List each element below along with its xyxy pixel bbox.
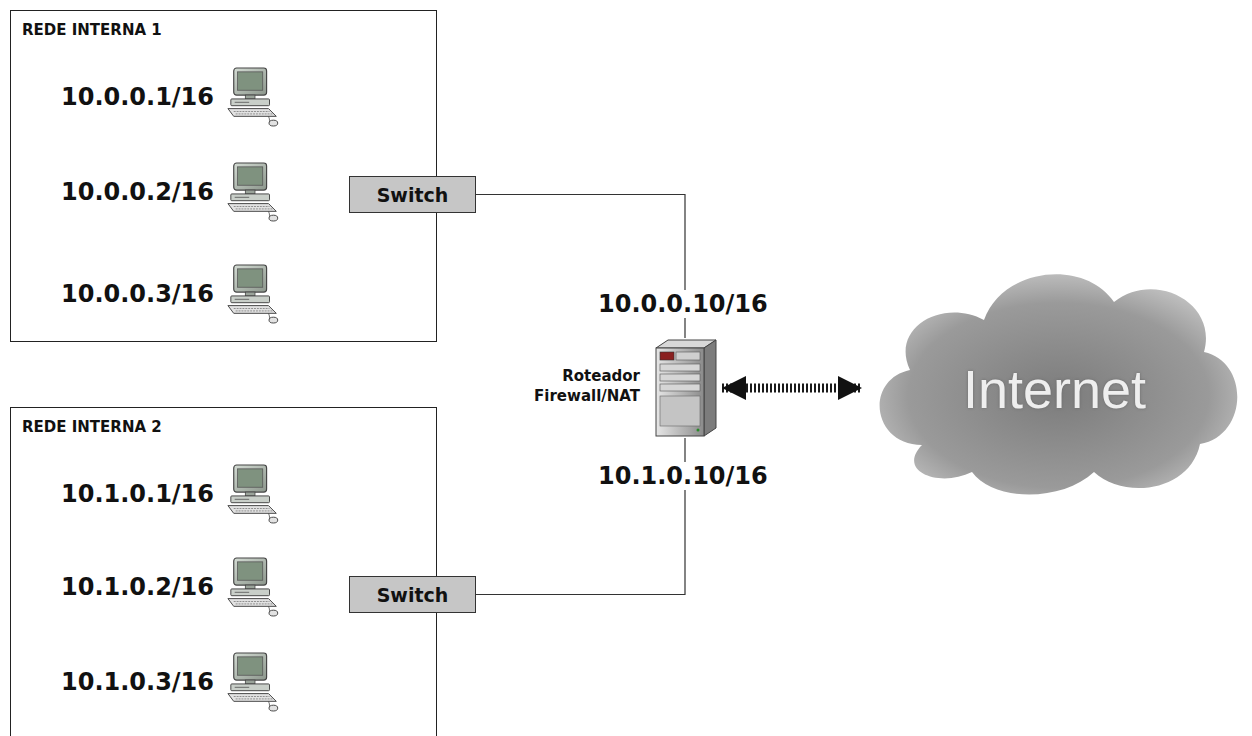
computer-icon bbox=[226, 463, 284, 525]
computer-icon bbox=[228, 68, 278, 126]
computer-icon bbox=[228, 653, 278, 711]
router-icon bbox=[648, 338, 722, 438]
router-icon bbox=[656, 340, 716, 436]
switch-box: Switch bbox=[349, 576, 476, 613]
router-label: 10.1.0.10/16 bbox=[595, 462, 771, 490]
computer-icon bbox=[226, 263, 284, 325]
computer-host: 10.1.0.3/16 bbox=[61, 651, 284, 713]
ip-address: 10.1.0.3/16 bbox=[61, 668, 214, 696]
computer-icon bbox=[226, 556, 284, 618]
switch-label: Switch bbox=[377, 584, 449, 606]
ip-address: 10.0.0.3/16 bbox=[61, 280, 214, 308]
switch-box: Switch bbox=[349, 176, 476, 213]
internet-link bbox=[722, 384, 862, 393]
computer-host: 10.1.0.1/16 bbox=[61, 463, 284, 525]
computer-host: 10.0.0.3/16 bbox=[61, 263, 284, 325]
computer-icon bbox=[228, 265, 278, 323]
computer-host: 10.0.0.2/16 bbox=[61, 161, 284, 223]
computer-host: 10.1.0.2/16 bbox=[61, 556, 284, 618]
ip-address: 10.1.0.1/16 bbox=[61, 480, 214, 508]
network-title: REDE INTERNA 1 bbox=[22, 21, 162, 39]
router-label: 10.0.0.10/16 bbox=[595, 290, 771, 318]
network-box: REDE INTERNA 2 10.1.0.1/16 10.1.0.2/16 10.1… bbox=[10, 407, 437, 736]
computer-icon bbox=[228, 465, 278, 523]
network-title: REDE INTERNA 2 bbox=[22, 418, 162, 436]
ip-address: 10.1.0.2/16 bbox=[61, 573, 214, 601]
switch-label: Switch bbox=[377, 184, 449, 206]
computer-icon bbox=[228, 163, 278, 221]
internet-cloud: Internet bbox=[862, 240, 1247, 505]
computer-icon bbox=[228, 558, 278, 616]
computer-icon bbox=[226, 161, 284, 223]
router-label: Roteador Firewall/NAT bbox=[510, 366, 640, 406]
ip-address: 10.0.0.1/16 bbox=[61, 83, 214, 111]
cloud-label: Internet bbox=[862, 358, 1247, 420]
computer-host: 10.0.0.1/16 bbox=[61, 66, 284, 128]
computer-icon bbox=[226, 651, 284, 713]
router-firewall: 10.0.0.10/16Roteador Firewall/NAT10.1.0.… bbox=[648, 338, 722, 438]
computer-icon bbox=[226, 66, 284, 128]
network-box: REDE INTERNA 1 10.0.0.1/16 10.0.0.2/16 10.0… bbox=[10, 10, 437, 342]
ip-address: 10.0.0.2/16 bbox=[61, 178, 214, 206]
